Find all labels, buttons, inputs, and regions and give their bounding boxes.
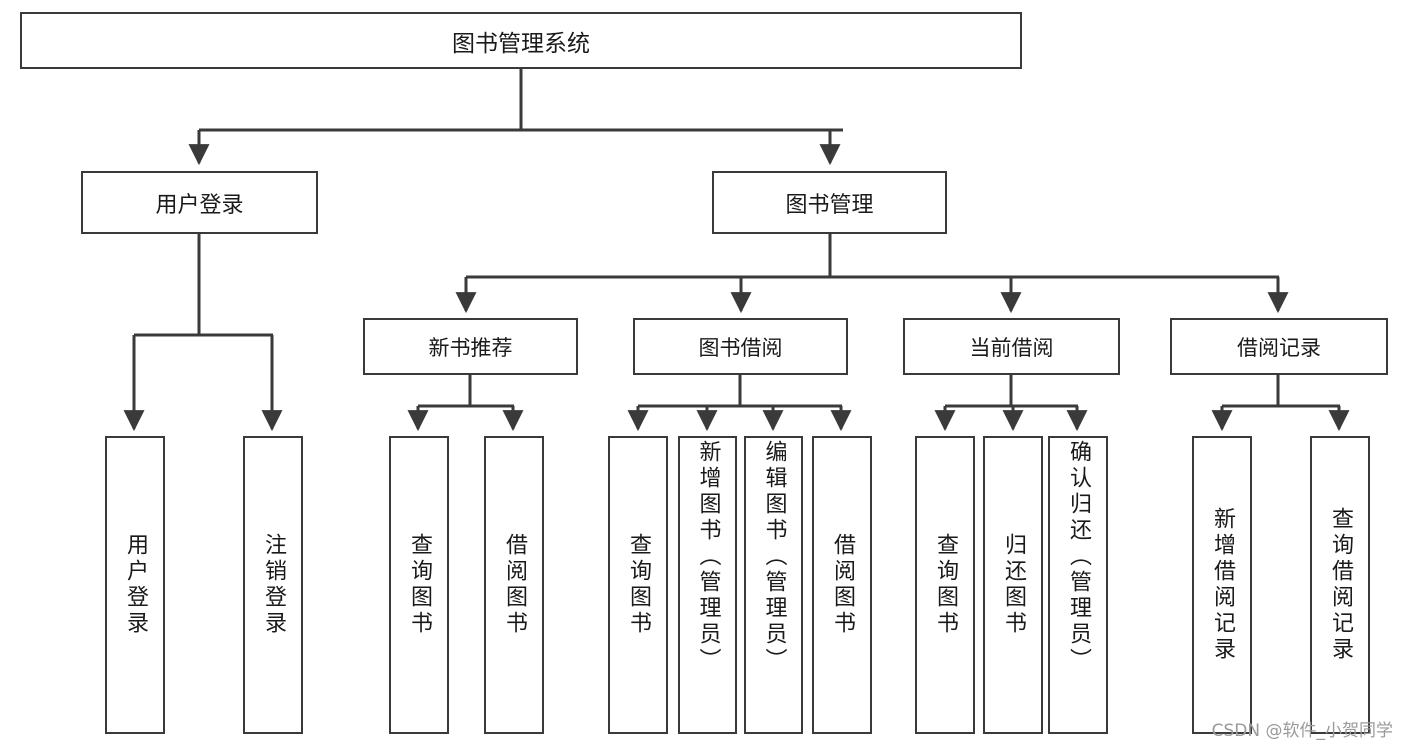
- leaf-return-book[interactable]: 归还图书: [983, 436, 1043, 734]
- leaf-add-record-label: 新增借阅记录: [1210, 507, 1235, 663]
- leaf-logout[interactable]: 注销登录: [243, 436, 303, 734]
- node-current-borrow[interactable]: 当前借阅: [903, 318, 1120, 375]
- node-user-login-label: 用户登录: [155, 192, 244, 218]
- node-book-manage-label: 图书管理: [785, 192, 874, 218]
- leaf-borrow-book-1-label: 借阅图书: [502, 533, 527, 637]
- node-root[interactable]: 图书管理系统: [20, 12, 1022, 69]
- node-new-book-rec-label: 新书推荐: [428, 335, 513, 360]
- node-new-book-rec[interactable]: 新书推荐: [363, 318, 578, 375]
- node-book-borrow[interactable]: 图书借阅: [633, 318, 848, 375]
- node-current-borrow-label: 当前借阅: [969, 335, 1054, 360]
- leaf-logout-label: 注销登录: [261, 533, 286, 637]
- node-borrow-record[interactable]: 借阅记录: [1170, 318, 1388, 375]
- node-user-login[interactable]: 用户登录: [81, 171, 318, 234]
- leaf-user-login-label: 用户登录: [123, 533, 148, 637]
- leaf-query-book-2-label: 查询图书: [626, 533, 651, 637]
- leaf-query-book-1[interactable]: 查询图书: [389, 436, 449, 734]
- leaf-edit-book-label: 编辑图书（管理员）: [761, 440, 787, 674]
- watermark: CSDN @软件_小贺同学: [1211, 721, 1393, 741]
- leaf-return-book-label: 归还图书: [1001, 533, 1026, 637]
- leaf-borrow-book-2[interactable]: 借阅图书: [812, 436, 872, 734]
- leaf-query-book-2[interactable]: 查询图书: [608, 436, 668, 734]
- leaf-add-book-label: 新增图书（管理员）: [695, 440, 721, 674]
- leaf-add-record[interactable]: 新增借阅记录: [1192, 436, 1252, 734]
- node-root-label: 图书管理系统: [452, 30, 590, 57]
- leaf-query-book-3[interactable]: 查询图书: [915, 436, 975, 734]
- leaf-query-book-1-label: 查询图书: [407, 533, 432, 637]
- leaf-add-book[interactable]: 新增图书（管理员）: [678, 436, 737, 734]
- leaf-edit-book[interactable]: 编辑图书（管理员）: [744, 436, 803, 734]
- node-borrow-record-label: 借阅记录: [1237, 335, 1321, 360]
- leaf-borrow-book-1[interactable]: 借阅图书: [484, 436, 544, 734]
- node-book-manage[interactable]: 图书管理: [712, 171, 947, 234]
- leaf-query-book-3-label: 查询图书: [933, 533, 958, 637]
- leaf-confirm-return[interactable]: 确认归还（管理员）: [1048, 436, 1108, 734]
- leaf-user-login[interactable]: 用户登录: [105, 436, 165, 734]
- leaf-borrow-book-2-label: 借阅图书: [830, 533, 855, 637]
- node-book-borrow-label: 图书借阅: [698, 335, 783, 360]
- leaf-query-record-label: 查询借阅记录: [1328, 507, 1353, 663]
- leaf-query-record[interactable]: 查询借阅记录: [1310, 436, 1370, 734]
- leaf-confirm-return-label: 确认归还（管理员）: [1066, 440, 1091, 674]
